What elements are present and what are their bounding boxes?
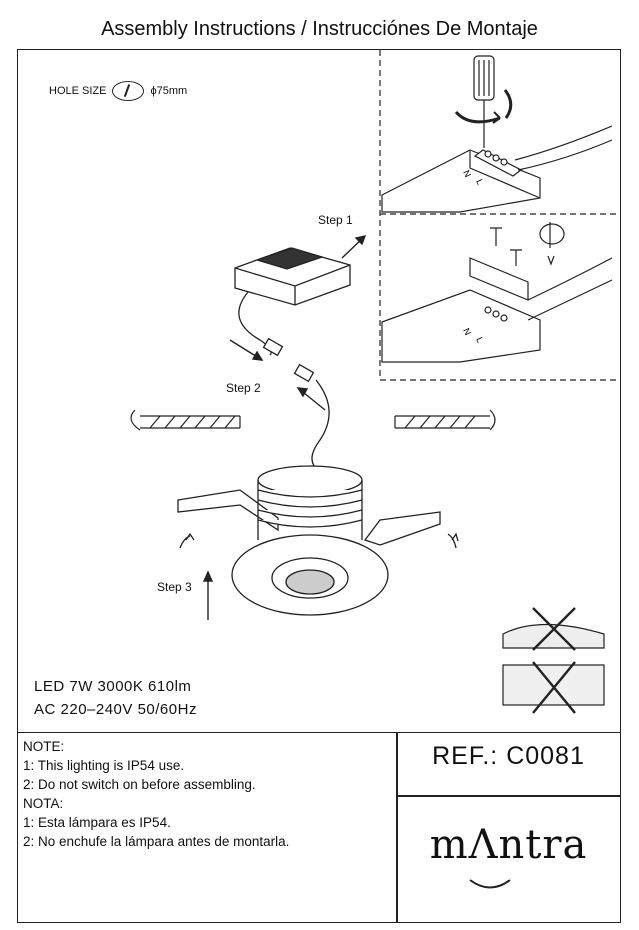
note-line: 1: This lighting is IP54 use. xyxy=(23,758,185,773)
driver-terminal-top xyxy=(381,125,613,213)
note-line: 2: No enchufe la lámpara antes de montar… xyxy=(23,834,290,849)
wiring-detail-box xyxy=(379,50,620,381)
note-line: 2: Do not switch on before assembling. xyxy=(23,777,256,792)
instruction-frame xyxy=(17,49,621,923)
incorrect-install-icons xyxy=(502,607,605,714)
reference-code: REF.: C0081 xyxy=(432,742,585,770)
notes-list: NOTE: 1: This lighting is IP54 use. 2: D… xyxy=(23,737,289,851)
screwdriver-icon xyxy=(454,55,513,148)
step-1-label: Step 1 xyxy=(318,213,353,227)
svg-text:L: L xyxy=(474,336,485,345)
driver-terminal-bottom xyxy=(381,257,613,363)
hole-size-value: ϕ75mm xyxy=(150,85,188,97)
step-2-label: Step 2 xyxy=(226,381,261,395)
hole-size: HOLE SIZE ϕ75mm xyxy=(49,81,187,101)
note-line: NOTA: xyxy=(23,796,64,811)
page-title: Assembly Instructions / Instrucciónes De… xyxy=(101,18,538,40)
step-3-label: Step 3 xyxy=(157,580,192,594)
step-arrows xyxy=(202,235,367,620)
notes-divider xyxy=(396,732,398,923)
note-line: NOTE: xyxy=(23,739,65,754)
led-driver xyxy=(234,247,351,471)
svg-text:N: N xyxy=(461,327,473,337)
brand-smile xyxy=(469,879,511,889)
hole-size-label: HOLE SIZE xyxy=(49,85,107,97)
screw-icon xyxy=(490,222,565,266)
svg-text:N: N xyxy=(461,169,473,179)
brand-logo: mΛntra xyxy=(429,822,588,868)
ref-divider xyxy=(396,795,621,797)
svg-text:L: L xyxy=(474,178,485,187)
hole-size-icon xyxy=(112,81,145,101)
downlight-fixture xyxy=(177,465,459,616)
note-line: 1: Esta lámpara es IP54. xyxy=(23,815,171,830)
ceiling-section xyxy=(130,409,496,431)
notes-section xyxy=(17,732,621,924)
spec-line-2: AC 220–240V 50/60Hz xyxy=(34,701,197,718)
spec-line-1: LED 7W 3000K 610lm xyxy=(34,678,192,695)
